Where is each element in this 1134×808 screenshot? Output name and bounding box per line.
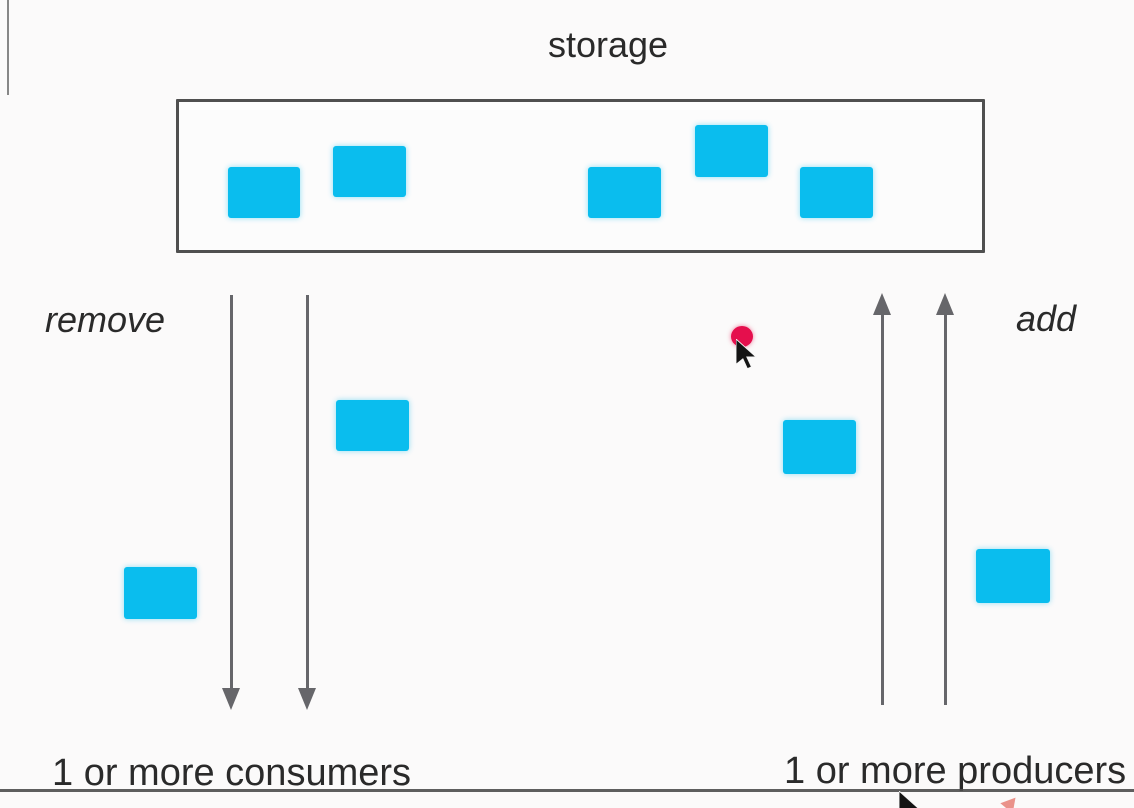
- storage-item: [800, 167, 873, 218]
- producer-side-item: [783, 420, 856, 474]
- storage-item: [333, 146, 406, 197]
- bottom-red-mark-icon: [1000, 792, 1022, 808]
- producers-label: 1 or more producers: [784, 750, 1127, 792]
- storage-item: [588, 167, 661, 218]
- consumer-side-item: [124, 567, 197, 619]
- mouse-cursor-icon: [735, 337, 758, 370]
- storage-label: storage: [548, 24, 669, 65]
- remove-label: remove: [45, 299, 166, 340]
- up-arrow: [873, 293, 891, 705]
- consumers-label: 1 or more consumers: [52, 752, 412, 794]
- add-label: add: [1016, 298, 1077, 339]
- storage-item: [228, 167, 300, 218]
- storage-item: [695, 125, 768, 177]
- down-arrow: [298, 295, 316, 710]
- bottom-rule: [0, 789, 1134, 792]
- bottom-mouse-cursor-icon: [898, 789, 920, 808]
- producer-side-item: [976, 549, 1050, 603]
- consumer-side-item: [336, 400, 409, 451]
- up-arrow: [936, 293, 954, 705]
- down-arrow: [222, 295, 240, 710]
- left-edge-artifact: [7, 0, 9, 95]
